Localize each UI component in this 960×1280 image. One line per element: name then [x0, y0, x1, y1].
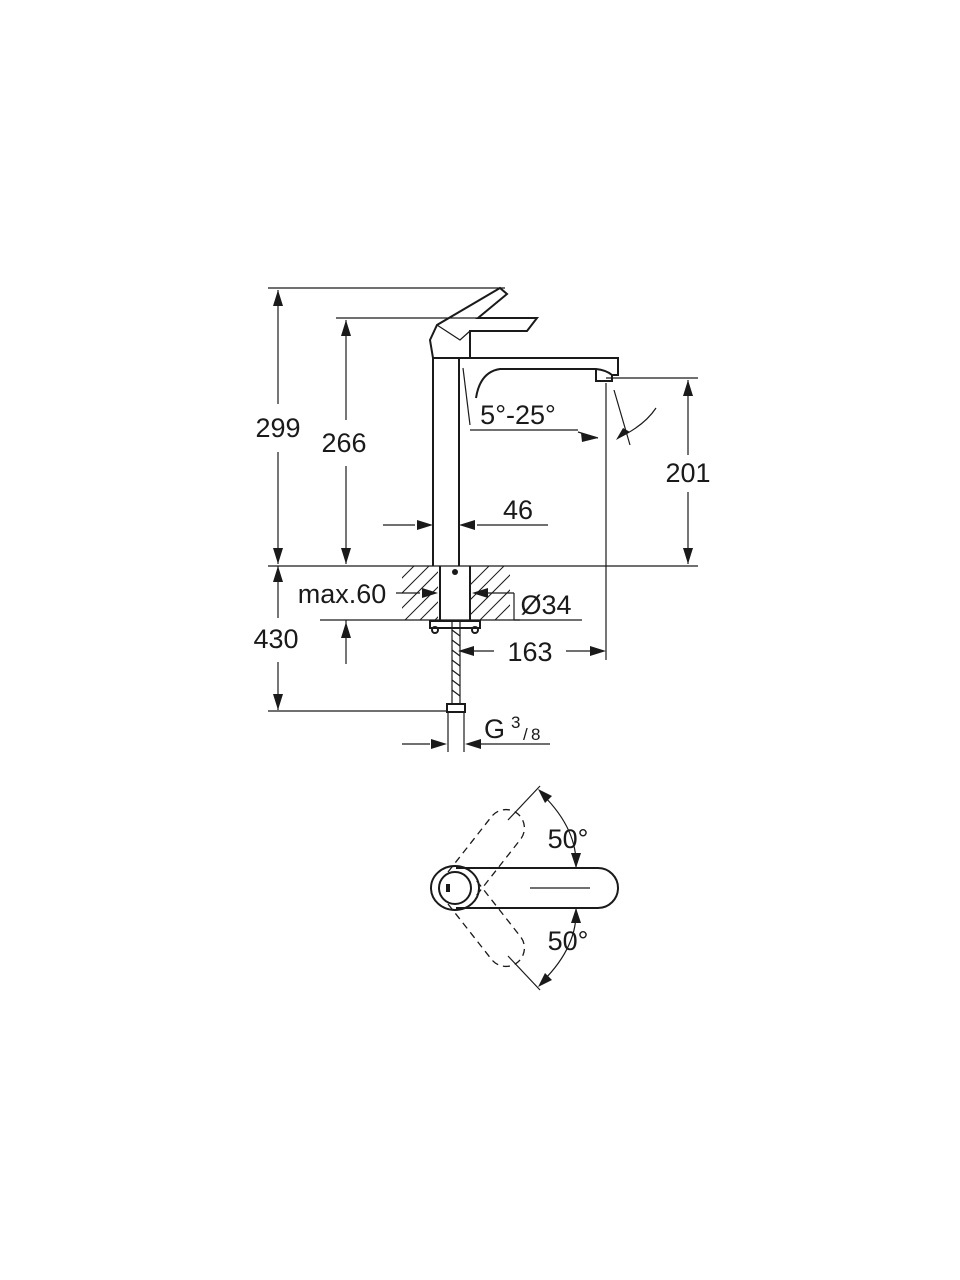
deck-section-hatch: [402, 566, 510, 620]
dim-body-width: [383, 520, 548, 530]
rotation-up-label: 50°: [548, 824, 589, 854]
dim-spout-height: [605, 377, 698, 660]
faucet-lever: [428, 286, 540, 359]
dim-thread-denominator: 8: [531, 725, 540, 744]
top-view-body: [430, 865, 480, 911]
dim-spout-angle: [462, 367, 657, 446]
dim-hose-length: [268, 566, 447, 712]
dim-hole-diameter: [472, 588, 582, 621]
flexible-hose: [446, 620, 466, 752]
faucet-body: [432, 357, 460, 566]
dim-body-height-label: 266: [321, 428, 366, 458]
dim-thread-label: G: [484, 714, 505, 744]
dim-hole-diameter-label: Ø34: [520, 590, 571, 620]
dim-total-height: [268, 287, 505, 564]
top-view-lever-rotated-down: [447, 879, 526, 968]
mounting-nut: [429, 620, 481, 629]
dim-total-height-label: 299: [255, 413, 300, 443]
dim-spout-angle-label: 5°-25°: [480, 400, 556, 430]
svg-text:/: /: [523, 725, 528, 744]
dim-spout-reach-label: 163: [507, 637, 552, 667]
dim-body-height: [336, 317, 480, 564]
dim-hose-length-label: 430: [253, 624, 298, 654]
rotation-down-label: 50°: [548, 926, 589, 956]
dim-body-width-label: 46: [503, 495, 533, 525]
dim-max-deck: [341, 588, 438, 664]
faucet-top-view: [430, 785, 619, 991]
dim-spout-reach: [458, 646, 606, 656]
top-view-lever: [456, 867, 619, 909]
faucet-spout: [459, 357, 619, 399]
dim-spout-height-label: 201: [665, 458, 710, 488]
dim-connection-thread: [402, 739, 550, 749]
dim-max-deck-label: max.60: [298, 579, 387, 609]
faucet-shank: [439, 566, 471, 620]
dim-thread-numerator: 3: [511, 713, 520, 732]
top-view-lever-rotated-up: [447, 808, 526, 897]
faucet-side-view: [428, 286, 619, 566]
